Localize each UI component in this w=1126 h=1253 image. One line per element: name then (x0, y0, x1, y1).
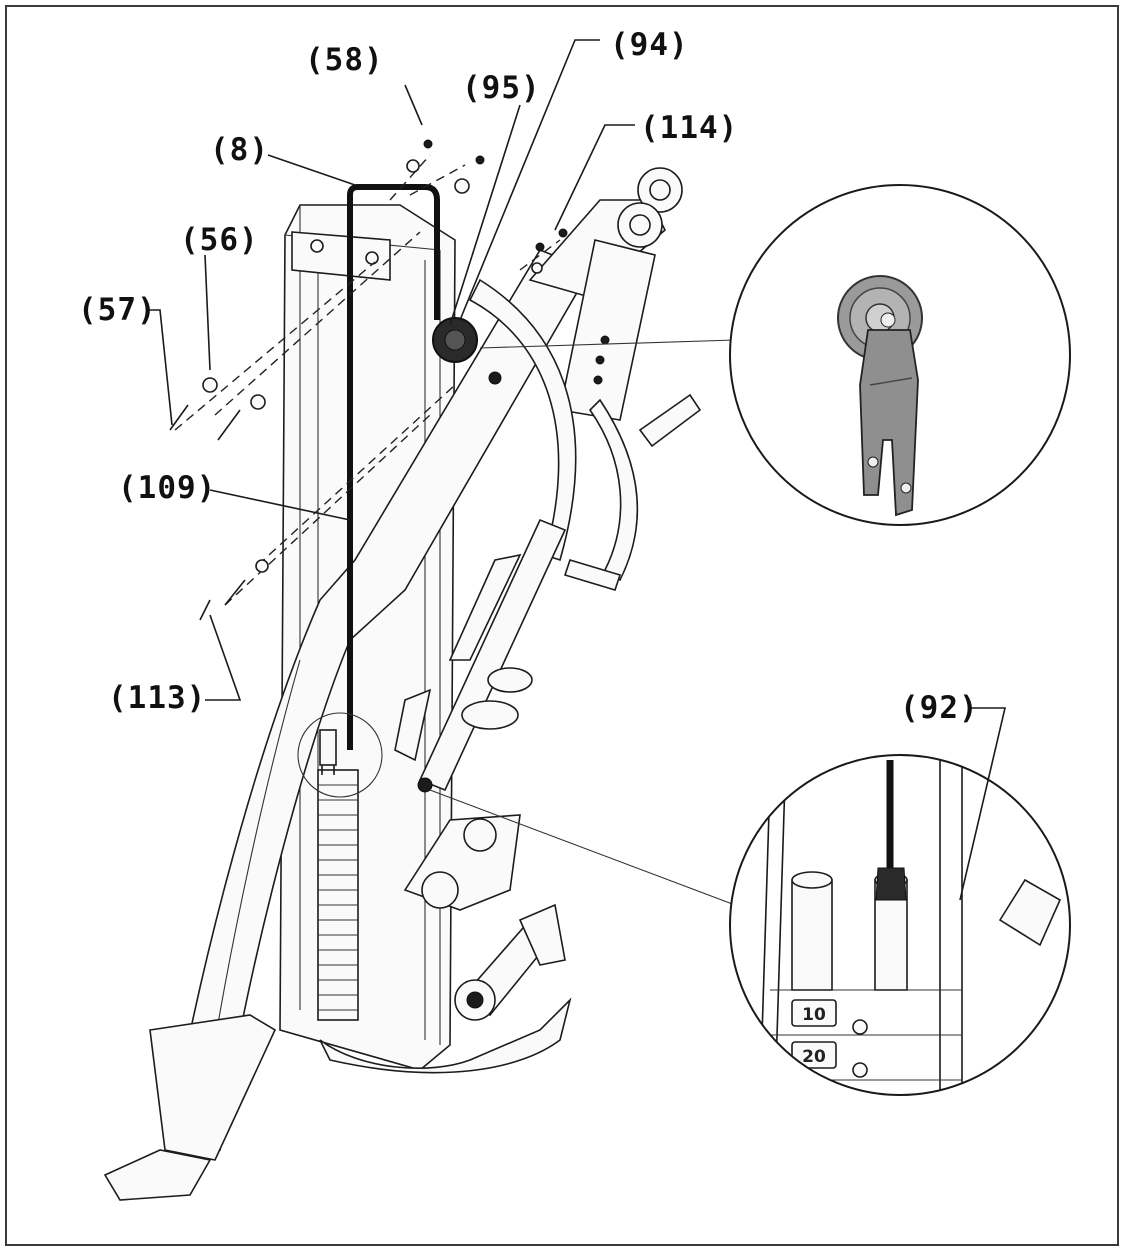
callout-labels: (58) (94) (95) (114) (8) (56) (57) (109)… (78, 27, 979, 726)
detail-pulley (479, 184, 1071, 526)
machine-frame (103, 167, 702, 1201)
callout-114: (114) (640, 110, 738, 146)
callout-94: (94) (610, 27, 689, 63)
detail-leader (429, 789, 736, 906)
callout-57: (57) (78, 292, 157, 328)
exploded-hardware (169, 139, 568, 621)
plate-label: 10 (802, 1005, 826, 1025)
detail-weight-stack: 10 20 30 (729, 754, 1071, 1110)
detail-source-marker (297, 712, 383, 798)
callout-8: (8) (210, 132, 269, 168)
callout-113: (113) (108, 680, 206, 716)
callout-92: (92) (900, 690, 979, 726)
callout-109: (109) (118, 470, 216, 506)
callout-56: (56) (180, 222, 259, 258)
leader-lines (148, 39, 1007, 901)
plate-label-box (791, 1041, 837, 1069)
callout-58: (58) (305, 42, 384, 78)
callout-95: (95) (462, 70, 541, 106)
plate-label: 30 (802, 1090, 826, 1110)
plate-label: 20 (802, 1047, 826, 1067)
plate-label-box (791, 999, 837, 1027)
plate-label-box (791, 1084, 837, 1095)
